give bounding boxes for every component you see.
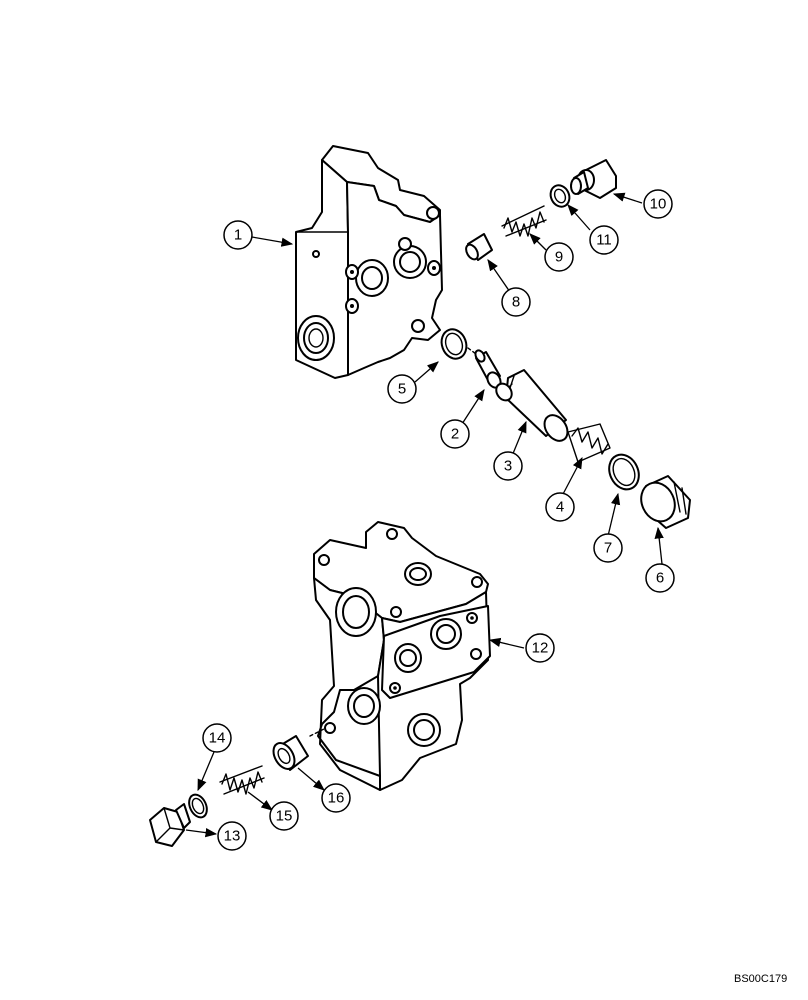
part-4-spring: [567, 423, 611, 463]
callout-9: 9: [544, 242, 574, 272]
part-7-o-ring: [608, 453, 640, 491]
part-5-o-ring: [440, 328, 468, 360]
svg-text:8: 8: [512, 294, 520, 311]
callout-1: 1: [223, 220, 253, 250]
part-9-spring: [501, 205, 547, 237]
part-10-fitting: [570, 159, 617, 199]
svg-text:3: 3: [504, 458, 512, 475]
svg-text:14: 14: [209, 730, 226, 747]
callout-16: 16: [321, 783, 351, 813]
callout-5: 5: [387, 374, 417, 404]
callout-3: 3: [493, 451, 523, 481]
part-6-plug: [640, 475, 691, 529]
svg-text:13: 13: [224, 828, 241, 845]
callout-6: 6: [645, 563, 675, 593]
svg-text:7: 7: [604, 540, 612, 557]
callout-13: 13: [217, 821, 247, 851]
part-13-hex-plug: [149, 803, 191, 847]
part-8-plunger: [465, 233, 493, 261]
callout-15: 15: [269, 801, 299, 831]
callout-12: 12: [525, 633, 555, 663]
part-2-pin: [474, 349, 502, 389]
svg-text:1: 1: [234, 227, 242, 244]
diagram-code: BS00C179: [734, 973, 787, 985]
part-15-spring: [219, 765, 265, 795]
part-16-sleeve: [272, 735, 309, 771]
upper-valve-body: [295, 145, 443, 379]
callout-10: 10: [643, 189, 673, 219]
part-14-o-ring: [188, 793, 208, 819]
svg-text:15: 15: [276, 808, 293, 825]
svg-text:2: 2: [451, 426, 459, 443]
svg-text:12: 12: [532, 640, 549, 657]
svg-text:16: 16: [328, 790, 345, 807]
svg-text:11: 11: [596, 232, 612, 249]
callout-2: 2: [440, 419, 470, 449]
part-3-poppet: [495, 369, 569, 442]
callout-11: 11: [589, 225, 619, 255]
leader-lines: [185, 192, 664, 838]
svg-text:5: 5: [398, 381, 406, 398]
svg-text:10: 10: [650, 196, 667, 213]
svg-text:4: 4: [556, 499, 564, 516]
callout-4: 4: [545, 492, 575, 522]
callout-8: 8: [501, 287, 531, 317]
callout-7: 7: [593, 533, 623, 563]
callout-14: 14: [202, 723, 232, 753]
svg-text:6: 6: [656, 570, 664, 587]
lower-valve-body: [313, 521, 491, 791]
svg-text:9: 9: [555, 249, 563, 266]
